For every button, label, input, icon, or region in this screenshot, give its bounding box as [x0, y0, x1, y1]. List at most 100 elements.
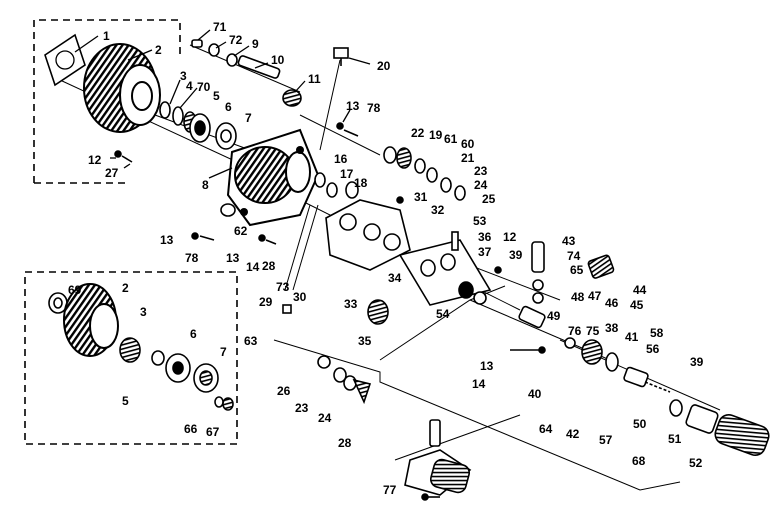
callout-22: 22: [411, 126, 425, 140]
callout-28-a: 28: [262, 259, 276, 273]
callout-69: 69: [68, 283, 82, 297]
callout-67: 67: [206, 425, 220, 439]
callout-29: 29: [259, 295, 273, 309]
callout-14-a: 14: [246, 260, 260, 274]
callout-7: 7: [245, 111, 252, 125]
callout-36: 36: [478, 230, 492, 244]
callout-53: 53: [473, 214, 487, 228]
callout-26: 26: [277, 384, 291, 398]
callout-62: 62: [234, 224, 248, 238]
pump-housing: [226, 128, 320, 227]
inset-parts: [48, 283, 234, 411]
callout-58: 58: [650, 326, 664, 340]
callout-23-a: 23: [474, 164, 488, 178]
callout-37: 37: [478, 245, 492, 259]
callout-44: 44: [633, 283, 647, 297]
callout-20: 20: [377, 59, 391, 73]
callout-8: 8: [202, 178, 209, 192]
callout-77: 77: [383, 483, 397, 497]
end-cap-upper: [83, 43, 161, 133]
callout-4: 4: [186, 79, 193, 93]
leader-lines: [74, 29, 371, 179]
callout-5-b: 5: [122, 394, 129, 408]
callout-18: 18: [354, 176, 368, 190]
callout-71: 71: [213, 20, 227, 34]
spray-gun: [404, 419, 472, 501]
callout-57: 57: [599, 433, 613, 447]
callout-54: 54: [436, 307, 450, 321]
callout-31: 31: [414, 190, 428, 204]
screws: [114, 122, 359, 245]
callout-42: 42: [566, 427, 580, 441]
callout-13-b: 13: [160, 233, 174, 247]
manifold-parts: [314, 146, 466, 271]
callout-72: 72: [229, 33, 243, 47]
callout-78-a: 78: [367, 101, 381, 115]
callout-50: 50: [633, 417, 647, 431]
callout-33: 33: [344, 297, 358, 311]
callout-27: 27: [105, 166, 119, 180]
callout-60: 60: [461, 137, 475, 151]
callout-7-b: 7: [220, 345, 227, 359]
callout-1: 1: [103, 29, 110, 43]
callout-73: 73: [276, 280, 290, 294]
callout-75: 75: [586, 324, 600, 338]
callout-76: 76: [568, 324, 582, 338]
callout-labels: 1 2 71 72 9 10 11 20 3 4 70 5 6 7 13 78 …: [68, 20, 704, 497]
callout-56: 56: [646, 342, 660, 356]
group-box-upper: [33, 19, 181, 184]
callout-19: 19: [429, 128, 443, 142]
callout-74: 74: [567, 249, 581, 263]
callout-78-b: 78: [185, 251, 199, 265]
callout-34: 34: [388, 271, 402, 285]
callout-23-b: 23: [295, 401, 309, 415]
callout-9: 9: [252, 37, 259, 51]
callout-3-b: 3: [140, 305, 147, 319]
callout-43: 43: [562, 234, 576, 248]
callout-38: 38: [605, 321, 619, 335]
manifold-block: [398, 231, 492, 306]
callout-13-c: 13: [226, 251, 240, 265]
callout-30: 30: [293, 290, 307, 304]
callout-35: 35: [358, 334, 372, 348]
callout-10: 10: [271, 53, 285, 67]
callout-17: 17: [340, 167, 354, 181]
callout-21: 21: [461, 151, 475, 165]
callout-63: 63: [244, 334, 258, 348]
callout-24-b: 24: [318, 411, 332, 425]
unloader-valve: [494, 241, 615, 304]
callout-70: 70: [197, 80, 211, 94]
callout-11: 11: [308, 72, 321, 86]
callout-2: 2: [155, 43, 162, 57]
callout-39-b: 39: [690, 355, 704, 369]
callout-3: 3: [180, 69, 187, 83]
callout-2-b: 2: [122, 281, 129, 295]
callout-40: 40: [528, 387, 542, 401]
callout-47: 47: [588, 289, 602, 303]
callout-32: 32: [431, 203, 445, 217]
callout-46: 46: [605, 296, 619, 310]
lower-parts: [282, 291, 546, 405]
bolt-20: [333, 47, 349, 66]
callout-6-b: 6: [190, 327, 197, 341]
callout-6: 6: [225, 100, 232, 114]
callout-12-b: 12: [503, 230, 517, 244]
callout-14-b: 14: [472, 377, 486, 391]
callout-16: 16: [334, 152, 348, 166]
callout-13-a: 13: [346, 99, 360, 113]
callout-25: 25: [482, 192, 496, 206]
bearing-stack-upper: [159, 101, 237, 150]
shaft-parts: [191, 39, 302, 107]
callout-41: 41: [625, 330, 639, 344]
callout-48: 48: [571, 290, 585, 304]
callout-51: 51: [668, 432, 682, 446]
callout-5: 5: [213, 89, 220, 103]
callout-65: 65: [570, 263, 584, 277]
callout-39-a: 39: [509, 248, 523, 262]
callout-49: 49: [547, 309, 561, 323]
callout-61: 61: [444, 132, 458, 146]
callout-64: 64: [539, 422, 553, 436]
callout-12-a: 12: [88, 153, 102, 167]
